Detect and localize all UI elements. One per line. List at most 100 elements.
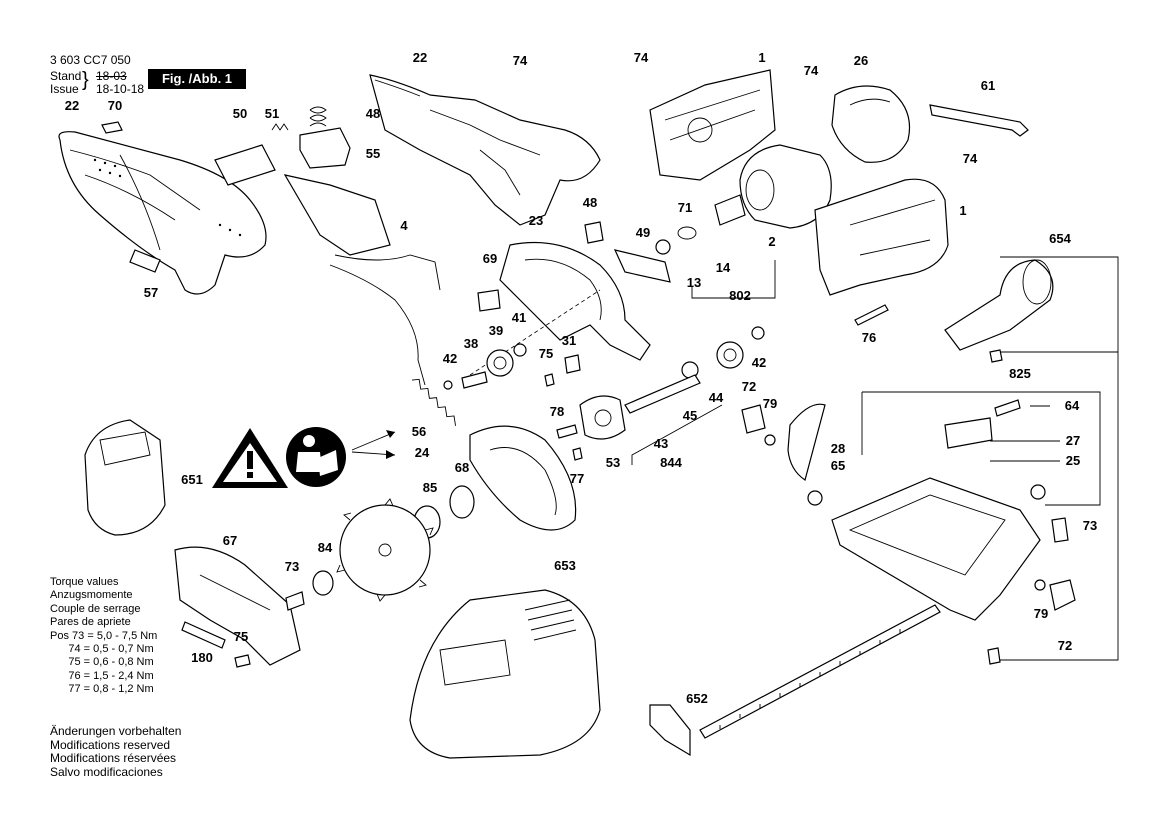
washer-79-drawing	[1034, 579, 1046, 591]
part-number-84: 84	[318, 540, 333, 555]
read-manual-icon	[286, 427, 346, 487]
lever-72b-drawing	[741, 404, 766, 434]
part-number-38: 38	[464, 336, 478, 351]
part-number-56: 56	[412, 424, 426, 439]
torque-title-de: Anzugsmomente	[50, 589, 133, 602]
part-number-64: 64	[1065, 398, 1080, 413]
bracket-27-drawing	[944, 417, 993, 449]
screw-73b-drawing	[1051, 517, 1069, 543]
screw-77-drawing	[572, 447, 583, 461]
part-number-75: 75	[234, 629, 248, 644]
part-number-73: 73	[285, 559, 299, 574]
gear-39-drawing	[486, 349, 514, 377]
part-number-22: 22	[413, 50, 427, 65]
part-number-802: 802	[729, 288, 751, 303]
stand-value: 18-03	[96, 69, 127, 83]
torque-title-fr: Couple de serrage	[50, 602, 141, 615]
part-number-652: 652	[686, 691, 708, 706]
modification-notes: Änderungen vorbehalten Modifications res…	[50, 724, 181, 779]
part-number-53: 53	[606, 455, 620, 470]
guard-cover-drawing	[174, 546, 301, 666]
part-number-2: 2	[768, 234, 775, 249]
blade-guard-drawing	[469, 425, 577, 531]
part-number-55: 55	[366, 146, 380, 161]
screw-73-drawing	[285, 591, 305, 611]
clip-drawing	[101, 121, 123, 134]
part-number-651: 651	[181, 472, 203, 487]
handle-housing-drawing	[58, 131, 267, 295]
document-number: 3 603 CC7 050	[50, 53, 131, 67]
switch-button-drawing	[299, 127, 351, 169]
figure-badge: Fig. /Abb. 1	[148, 69, 246, 89]
motor-housing-bottom-drawing	[814, 178, 949, 296]
bracket-825	[862, 391, 1101, 506]
part-number-73: 73	[1083, 518, 1097, 533]
label-180-drawing	[181, 621, 226, 649]
part-number-74: 74	[804, 63, 819, 78]
cover-50-drawing	[214, 144, 276, 186]
note-en: Modifications reserved	[50, 737, 171, 752]
part-number-67: 67	[223, 533, 237, 548]
gear-44-drawing	[716, 341, 744, 369]
nut-654-drawing	[989, 349, 1003, 363]
part-number-1: 1	[758, 50, 765, 65]
cap-drawing	[831, 85, 911, 163]
bracket-654	[1000, 256, 1119, 661]
bearing-plate-drawing	[613, 249, 671, 283]
part-number-48: 48	[583, 195, 597, 210]
screw-bottom-drawing	[987, 647, 1001, 665]
part-number-825: 825	[1009, 366, 1031, 381]
header-brace: }	[82, 69, 89, 91]
motor-drawing	[714, 144, 832, 229]
part-number-31: 31	[562, 333, 576, 348]
part-number-44: 44	[709, 390, 724, 405]
part-number-25: 25	[1066, 453, 1080, 468]
bushing-48-drawing	[584, 221, 604, 244]
part-number-42: 42	[443, 351, 457, 366]
switch-cable-drawing	[283, 174, 441, 386]
gear-housing-drawing	[469, 241, 651, 376]
part-number-74: 74	[963, 151, 978, 166]
part-number-74: 74	[634, 50, 649, 65]
charger-drawing	[409, 589, 601, 759]
part-number-79: 79	[1034, 606, 1048, 621]
note-fr: Modifications réservées	[50, 751, 177, 766]
pin-78-drawing	[556, 424, 578, 439]
screw-75b-drawing	[234, 654, 251, 668]
part-number-61: 61	[981, 78, 995, 93]
motor-housing-top-drawing	[649, 69, 776, 181]
part-number-653: 653	[554, 558, 576, 573]
shaft-38-drawing	[461, 371, 488, 389]
depth-guide-drawing	[787, 403, 826, 481]
part-number-76: 76	[862, 330, 876, 345]
dust-adapter-drawing	[944, 259, 1054, 351]
part-number-75: 75	[539, 346, 553, 361]
part-number-85: 85	[423, 480, 437, 495]
torque-title-es: Pares de apriete	[50, 616, 131, 629]
part-number-1: 1	[959, 203, 966, 218]
bushing-31-drawing	[564, 354, 581, 374]
bracket-844	[631, 404, 723, 465]
part-number-57: 57	[144, 285, 158, 300]
part-number-65: 65	[831, 458, 845, 473]
ring-68-drawing	[449, 485, 475, 519]
part-number-72: 72	[742, 379, 756, 394]
lever-72-drawing	[1049, 579, 1076, 611]
part-number-13: 13	[687, 275, 701, 290]
nut-42b-drawing	[751, 326, 765, 340]
torque-row: 75 = 0,6 - 0,8 Nm	[68, 656, 154, 669]
torque-row: 76 = 1,5 - 2,4 Nm	[68, 669, 154, 682]
part-number-79: 79	[763, 396, 777, 411]
part-number-51: 51	[265, 106, 279, 121]
part-number-39: 39	[489, 323, 503, 338]
bracket-802	[691, 260, 776, 299]
part-number-22: 22	[65, 98, 79, 113]
torque-values-table: Torque values Anzugsmomente Couple de se…	[50, 576, 157, 697]
parallel-guide-drawing	[649, 604, 941, 757]
label-plate-drawing	[129, 249, 161, 273]
flange-53-drawing	[579, 395, 626, 440]
part-number-844: 844	[660, 455, 682, 470]
bracket-69-drawing	[477, 289, 501, 312]
torque-row: 77 = 0,8 - 1,2 Nm	[68, 683, 154, 696]
torque-pos-label: Pos	[50, 629, 69, 642]
